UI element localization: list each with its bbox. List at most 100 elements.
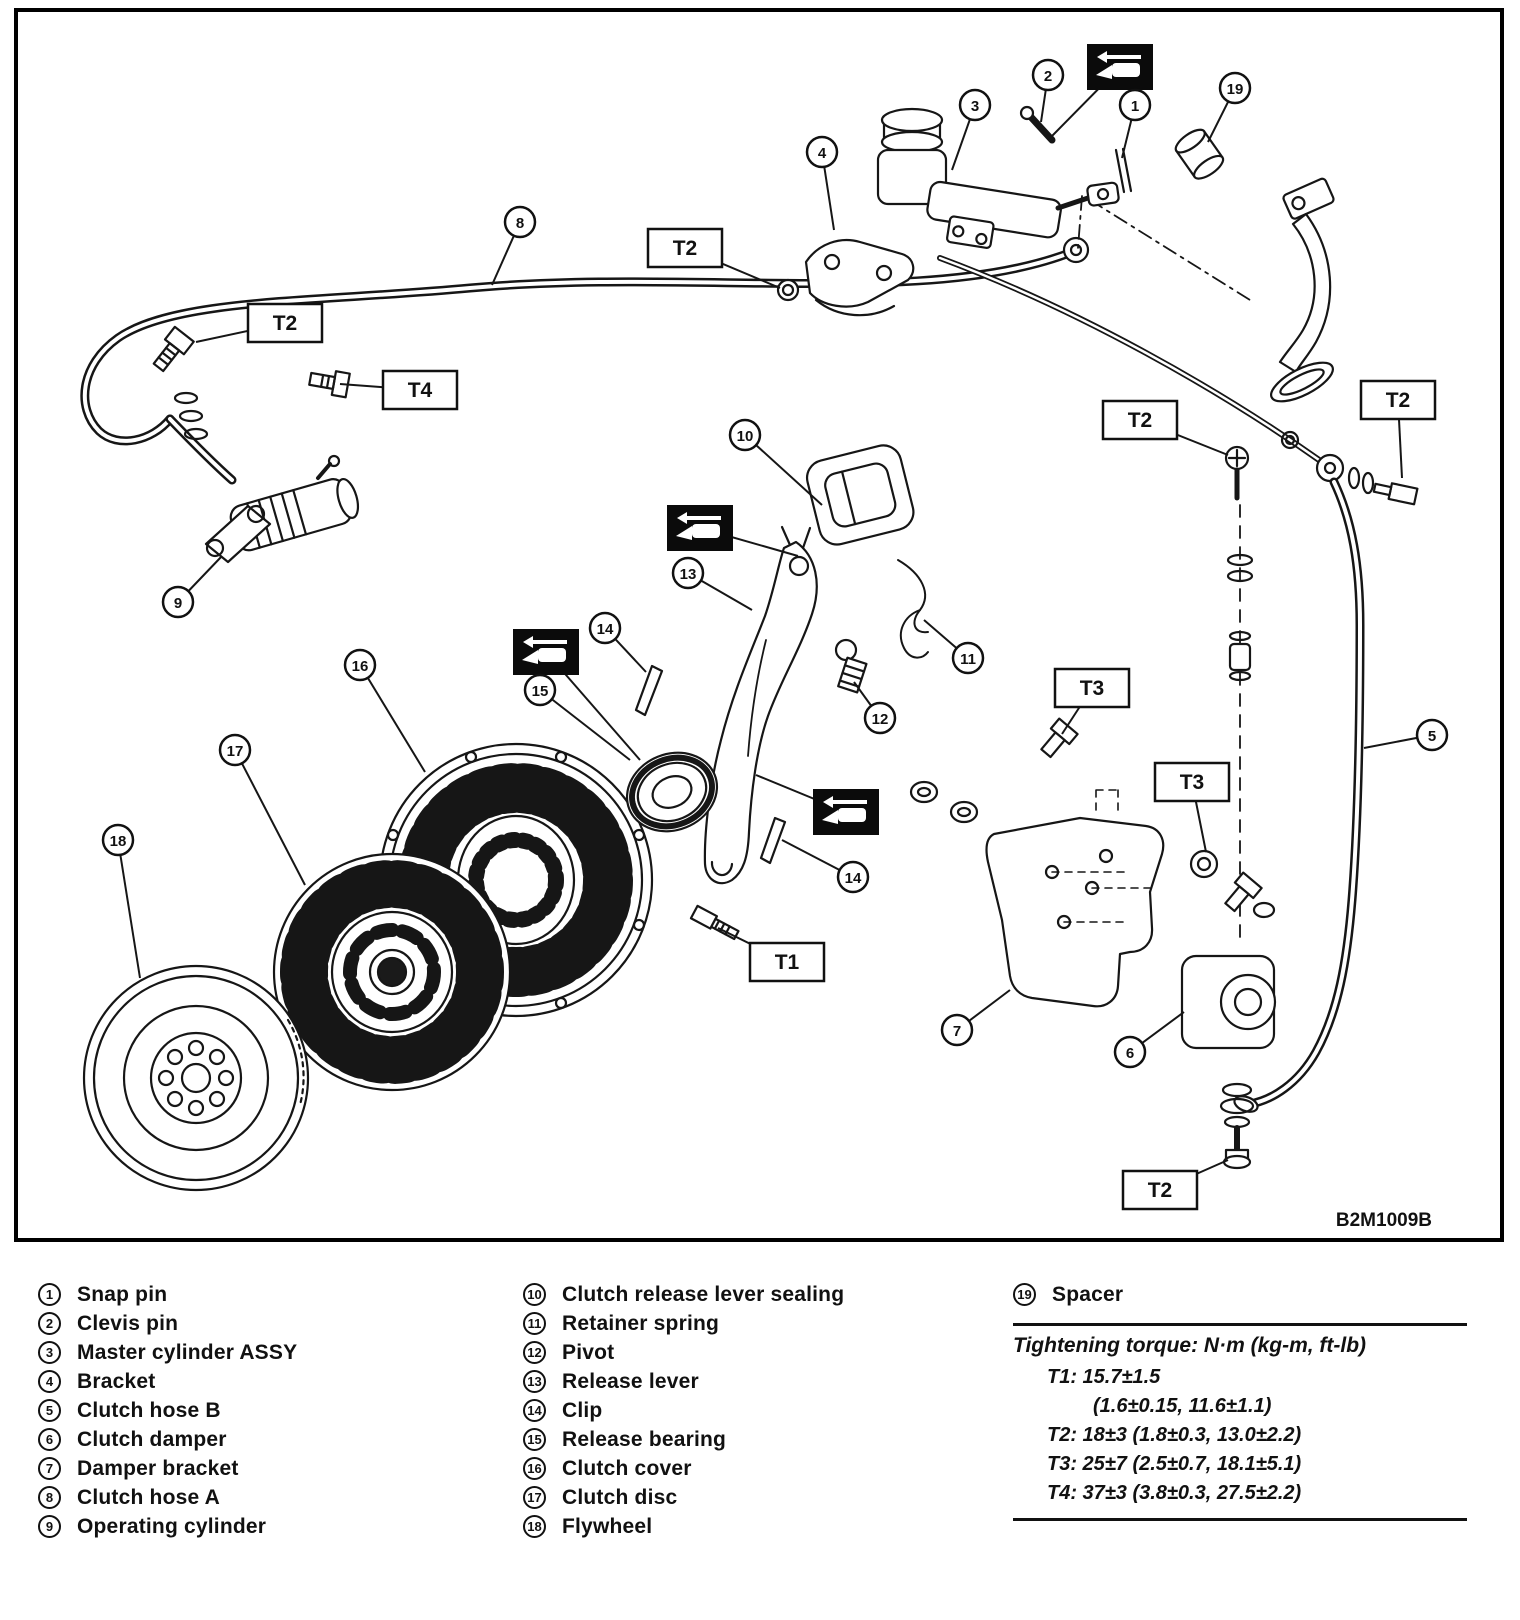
callout-10: 10 bbox=[728, 418, 823, 506]
item-number: 7 bbox=[38, 1457, 61, 1480]
torque-label-T1: T1 bbox=[717, 927, 826, 983]
item-number: 3 bbox=[38, 1341, 61, 1364]
item-number: 18 bbox=[523, 1515, 546, 1538]
svg-text:1: 1 bbox=[1131, 98, 1139, 115]
svg-text:18: 18 bbox=[110, 833, 127, 850]
callout-9: 9 bbox=[161, 555, 223, 619]
t3-bushing-bolt-drawing bbox=[1189, 849, 1276, 919]
callout-6: 6 bbox=[1113, 1011, 1185, 1069]
svg-text:11: 11 bbox=[960, 651, 976, 668]
legend-item: 2 Clevis pin bbox=[38, 1309, 523, 1338]
svg-text:8: 8 bbox=[516, 215, 524, 232]
operating-cylinder-drawing bbox=[204, 454, 360, 564]
callout-16: 16 bbox=[343, 648, 426, 773]
callout-19: 19 bbox=[1207, 71, 1252, 143]
item-label: Operating cylinder bbox=[77, 1514, 267, 1538]
hose-b-fitting-drawing bbox=[1315, 453, 1419, 506]
svg-text:T2: T2 bbox=[1128, 409, 1153, 432]
torque-title: Tightening torque: N·m (kg-m, ft-lb) bbox=[1013, 1334, 1367, 1357]
item-number: 2 bbox=[38, 1312, 61, 1335]
torque-label-T4: T4 bbox=[339, 369, 459, 411]
item-label: Clip bbox=[562, 1398, 603, 1422]
figure-code: B2M1009B bbox=[1336, 1210, 1432, 1231]
torque-label-T3: T3 bbox=[1053, 667, 1131, 735]
svg-text:14: 14 bbox=[597, 621, 614, 638]
item-label: Spacer bbox=[1052, 1282, 1124, 1306]
release-lever-drawing bbox=[703, 525, 818, 885]
bolt-drawing bbox=[152, 325, 195, 373]
callout-13: 13 bbox=[671, 556, 753, 611]
clevis-pin-drawing bbox=[1019, 105, 1056, 144]
item-number: 16 bbox=[523, 1457, 546, 1480]
damper-bracket-drawing bbox=[909, 780, 1165, 1008]
svg-text:13: 13 bbox=[680, 566, 697, 583]
item-label: Release bearing bbox=[562, 1427, 727, 1451]
item-number: 10 bbox=[523, 1283, 546, 1306]
torque-table: Tightening torque: N·m (kg-m, ft-lb) T1:… bbox=[1013, 1323, 1467, 1521]
torque-line-t3: T3: 25±7 (2.5±0.7, 18.1±5.1) bbox=[1047, 1453, 1302, 1475]
item-label: Master cylinder ASSY bbox=[77, 1340, 298, 1364]
grease-icon bbox=[755, 774, 879, 835]
item-number: 12 bbox=[523, 1341, 546, 1364]
callout-1: 1 bbox=[1118, 88, 1152, 159]
callout-14: 14 bbox=[781, 839, 870, 894]
item-label: Clutch hose B bbox=[77, 1398, 221, 1422]
item-number: 8 bbox=[38, 1486, 61, 1509]
item-label: Snap pin bbox=[77, 1282, 168, 1306]
callout-11: 11 bbox=[923, 619, 985, 675]
svg-text:6: 6 bbox=[1126, 1045, 1134, 1062]
callout-18: 18 bbox=[101, 823, 141, 979]
item-number: 19 bbox=[1013, 1283, 1036, 1306]
torque-line-t4: T4: 37±3 (3.8±0.3, 27.5±2.2) bbox=[1047, 1482, 1302, 1504]
callout-7: 7 bbox=[940, 989, 1011, 1047]
item-label: Clevis pin bbox=[77, 1311, 179, 1335]
item-number: 5 bbox=[38, 1399, 61, 1422]
svg-text:5: 5 bbox=[1428, 728, 1436, 745]
screw-drawing bbox=[1224, 445, 1250, 501]
item-number: 17 bbox=[523, 1486, 546, 1509]
svg-text:15: 15 bbox=[532, 683, 549, 700]
legend-item: 10 Clutch release lever sealing bbox=[523, 1280, 1013, 1309]
pivot-drawing bbox=[834, 638, 868, 694]
item-label: Clutch release lever sealing bbox=[562, 1282, 845, 1306]
svg-text:T3: T3 bbox=[1180, 771, 1205, 794]
legend-column-3: 19 Spacer Tightening torque: N·m (kg-m, … bbox=[1013, 1280, 1496, 1541]
grease-icon bbox=[667, 505, 799, 557]
svg-text:T2: T2 bbox=[273, 312, 298, 335]
snap-pin-drawing bbox=[1114, 147, 1133, 194]
item-number: 11 bbox=[523, 1312, 546, 1335]
item-number: 4 bbox=[38, 1370, 61, 1393]
legend-item: 13 Release lever bbox=[523, 1367, 1013, 1396]
torque-line-t1: T1: 15.7±1.5 bbox=[1047, 1366, 1161, 1388]
svg-text:7: 7 bbox=[953, 1023, 961, 1040]
callout-5: 5 bbox=[1363, 718, 1449, 752]
item-label: Clutch damper bbox=[77, 1427, 227, 1451]
item-number: 15 bbox=[523, 1428, 546, 1451]
item-number: 13 bbox=[523, 1370, 546, 1393]
clutch-disc-drawing bbox=[272, 852, 512, 1092]
release-lever-sealing-drawing bbox=[805, 444, 915, 546]
item-label: Flywheel bbox=[562, 1514, 653, 1538]
item-label: Release lever bbox=[562, 1369, 699, 1393]
svg-text:17: 17 bbox=[227, 743, 244, 760]
clip-drawing bbox=[634, 664, 787, 865]
legend-item: 5 Clutch hose B bbox=[38, 1396, 523, 1425]
torque-label-T2: T2 bbox=[646, 227, 781, 289]
svg-text:T2: T2 bbox=[1386, 389, 1411, 412]
svg-text:12: 12 bbox=[872, 711, 889, 728]
svg-text:14: 14 bbox=[845, 870, 862, 887]
spacer-drawing bbox=[1174, 128, 1225, 180]
item-number: 9 bbox=[38, 1515, 61, 1538]
torque-label-T2: T2 bbox=[1359, 379, 1437, 479]
retainer-spring-drawing bbox=[897, 559, 929, 659]
grease-icon bbox=[1051, 44, 1153, 137]
